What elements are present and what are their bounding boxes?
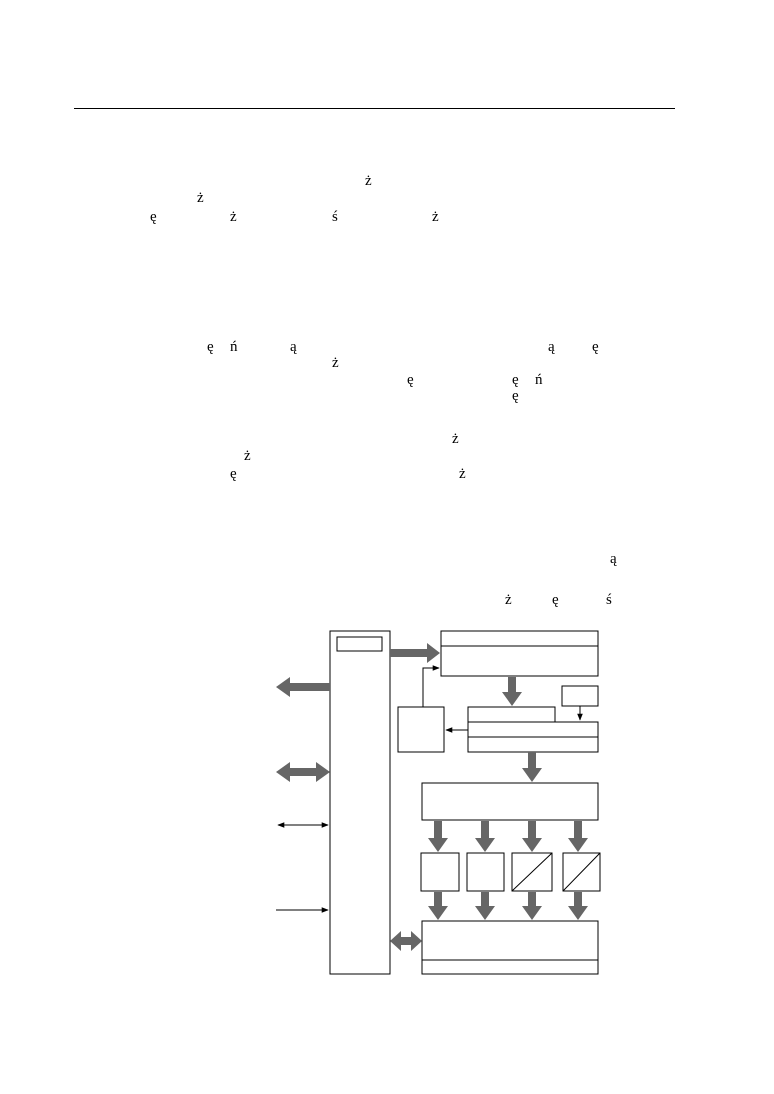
thick-arrow-to-channel-3 xyxy=(522,821,542,852)
thick-arrow-left-bottom-bidirectional xyxy=(390,931,422,951)
glyph: ę xyxy=(207,339,214,355)
glyph: ą xyxy=(610,551,617,567)
middle-block-tab xyxy=(467,706,556,723)
channel-block-1 xyxy=(420,852,460,892)
glyph: ż xyxy=(452,431,459,447)
thick-arrow-channel-4-to-bottom xyxy=(568,892,588,920)
thick-bidirectional-arrow xyxy=(276,762,330,782)
top-right-block xyxy=(440,630,599,677)
thick-arrow-middle-to-distribution xyxy=(522,752,542,782)
glyph: ż xyxy=(332,355,339,371)
bottom-block xyxy=(421,920,599,975)
glyph: ż xyxy=(244,448,251,464)
glyph: ż xyxy=(505,592,512,608)
glyph: ę xyxy=(512,372,519,388)
glyph: ń xyxy=(535,372,543,388)
small-input-block xyxy=(561,685,599,707)
glyph: ę xyxy=(150,209,157,225)
thick-arrow-channel-1-to-bottom xyxy=(428,892,448,920)
thick-arrow-channel-2-to-bottom xyxy=(475,892,495,920)
channel-block-4-diagonal xyxy=(562,852,601,892)
glyph: ń xyxy=(230,339,238,355)
thick-arrow-to-top-block xyxy=(390,643,440,663)
thick-arrow-channel-3-to-bottom xyxy=(522,892,542,920)
glyph: ż xyxy=(197,190,204,206)
thick-arrow-to-channel-4 xyxy=(568,821,588,852)
glyph: ż xyxy=(459,466,466,482)
thick-output-arrow xyxy=(276,677,330,697)
glyph: ę xyxy=(592,339,599,355)
glyph: ą xyxy=(290,339,297,355)
glyph: ą xyxy=(548,339,555,355)
glyph: ż xyxy=(365,173,372,189)
left-block-header xyxy=(336,636,383,652)
glyph: ś xyxy=(606,592,612,608)
glyph: ę xyxy=(407,372,414,388)
channel-block-3 xyxy=(511,852,553,892)
thick-arrow-to-channel-1 xyxy=(428,821,448,852)
feedback-block xyxy=(397,706,445,753)
channel-block-4 xyxy=(562,852,601,892)
distribution-block xyxy=(421,782,599,821)
glyph: ę xyxy=(512,388,519,404)
channel-block-3-diagonal xyxy=(511,852,553,892)
channel-block-2 xyxy=(466,852,505,892)
header-rule xyxy=(74,108,675,109)
glyph: ę xyxy=(552,592,559,608)
left-bus-block xyxy=(329,630,391,975)
glyph: ę xyxy=(230,466,237,482)
glyph: ż xyxy=(432,209,439,225)
thin-arrow-feedback-to-top xyxy=(422,665,440,707)
glyph: ż xyxy=(230,209,237,225)
glyph: ś xyxy=(332,209,338,225)
thick-arrow-top-to-middle xyxy=(502,677,522,706)
thick-arrow-to-channel-2 xyxy=(475,821,495,852)
